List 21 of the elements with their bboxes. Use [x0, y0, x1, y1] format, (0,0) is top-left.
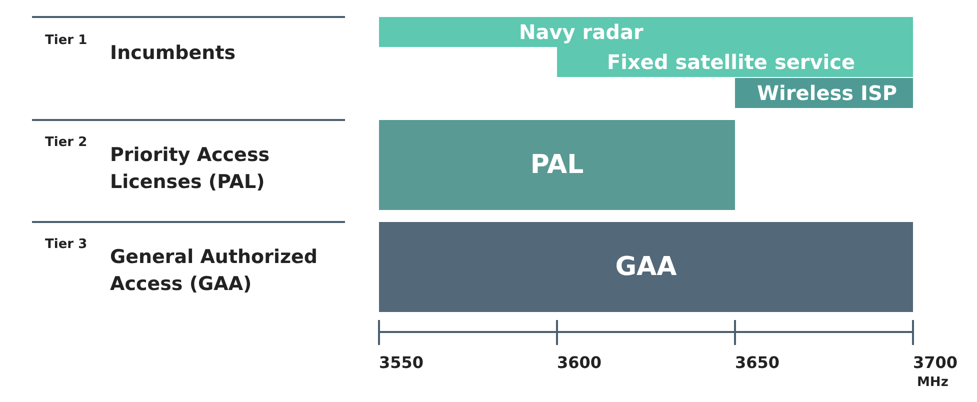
band-label: PAL — [530, 150, 584, 180]
band-bar — [379, 222, 913, 312]
band-bar — [735, 78, 913, 108]
tier-number: Tier 2 — [45, 134, 88, 152]
band-bar — [557, 47, 913, 77]
tick-label: 3550 — [379, 352, 424, 374]
tick-label: 3600 — [557, 352, 602, 374]
band-label: GAA — [615, 252, 677, 282]
band-bar — [379, 120, 735, 210]
tier-number: Tier 1 — [45, 32, 88, 50]
tick-label: 3650 — [735, 352, 780, 374]
band-label: Fixed satellite service — [607, 50, 856, 74]
tier-number: Tier 3 — [45, 236, 88, 254]
tier-name: Priority Access Licenses (PAL) — [110, 143, 271, 195]
band-bar — [379, 17, 913, 47]
band-label: Wireless ISP — [757, 81, 898, 105]
tick-label: 3700 — [913, 352, 958, 374]
band-label: Navy radar — [519, 20, 644, 44]
unit-label: MHz — [917, 374, 948, 392]
tier-name: General Authorized Access (GAA) — [110, 245, 319, 297]
tier-name: Incumbents — [110, 41, 236, 66]
